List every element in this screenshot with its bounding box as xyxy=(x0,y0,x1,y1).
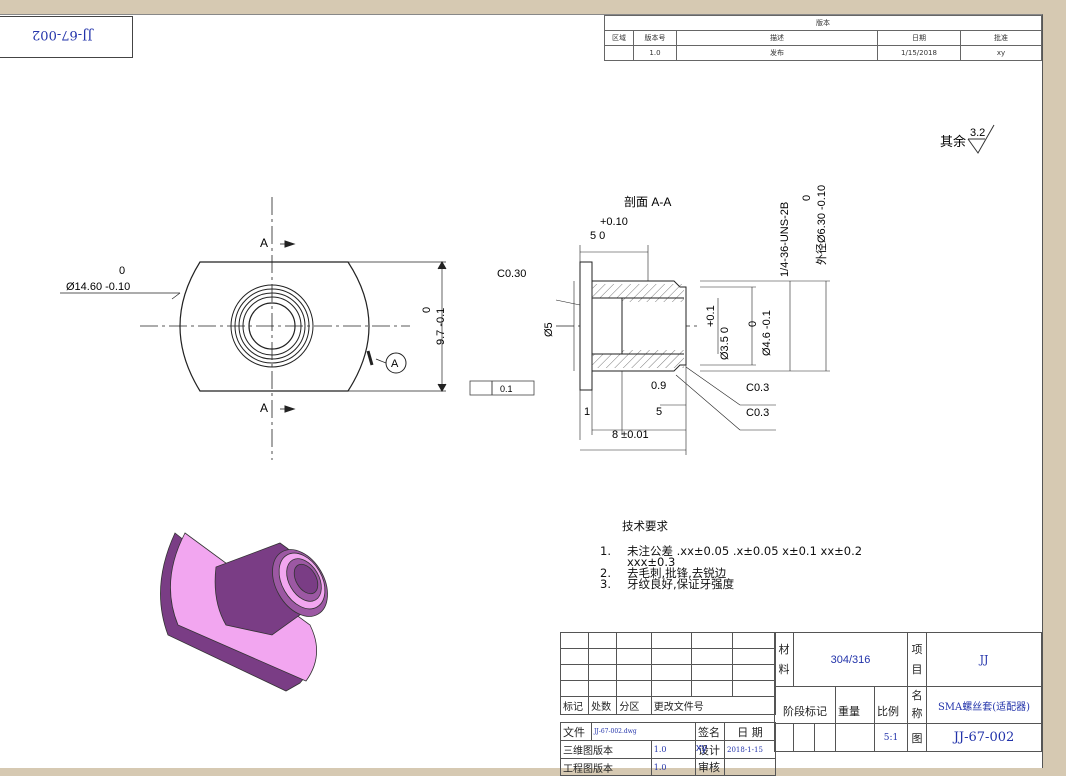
dim-1: 1 xyxy=(584,406,590,418)
tb-design-date: 2018-1-15 xyxy=(724,740,776,759)
dim-chamfer-030: C0.30 xyxy=(497,268,526,280)
note-item: 3.牙纹良好,保证牙强度 xyxy=(600,577,735,591)
dim-front-dia: Ø14.60 -0.10 xyxy=(66,281,130,293)
dim-top-tol: +0.10 xyxy=(600,216,628,228)
dim-dia-46-upper: 0 xyxy=(747,321,759,327)
revision-table: 版本 区域 版本号 描述 日期 批准 1.0 发布 1/15/2018 xy xyxy=(604,15,1042,61)
isometric-view xyxy=(160,532,328,692)
tb-project: JJ xyxy=(926,632,1042,687)
section-label-bottom: A xyxy=(260,401,268,415)
detail-label: A xyxy=(391,358,399,370)
dim-outer-dia: 外径Ø6.30 -0.10 xyxy=(815,185,828,265)
dim-c03-b: C0.3 xyxy=(746,407,769,419)
note-item: 1.未注公差 .xx±0.05 .x±0.05 x±0.1 xx±0.2 xyxy=(600,544,863,558)
tb-project-label: 项目 xyxy=(907,632,927,687)
technical-notes-title: 技术要求 xyxy=(622,519,668,533)
dim-dia-46: Ø4.6 -0.1 xyxy=(761,310,773,356)
gdt-frame xyxy=(469,380,535,396)
title-info-table: 材料 304/316 项目 JJ 阶段标记 重量 比例 名称 SMA螺丝套(适配… xyxy=(774,632,1042,752)
tb-model-ver: 1.0 xyxy=(650,740,697,759)
dim-09: 0.9 xyxy=(651,380,666,392)
tb-sign: 签名 xyxy=(695,722,725,741)
section-view xyxy=(555,245,830,455)
dim-8: 8 ±0.01 xyxy=(612,429,649,441)
tb-designer: xy xyxy=(696,742,707,754)
tb-design-label: 设计 xyxy=(695,740,725,759)
tb-name-label: 名称 xyxy=(907,686,927,724)
tb-check-label: 审核 xyxy=(695,758,725,776)
gdt-value: 0.1 xyxy=(500,384,513,394)
technical-notes: 技术要求 1.未注公差 .xx±0.05 .x±0.05 x±0.1 xx±0.… xyxy=(600,518,862,590)
drawing-canvas: 其余 3.2 0 xyxy=(60,124,995,692)
surface-finish-value: 3.2 xyxy=(970,127,985,139)
dim-top-five: 5 0 xyxy=(590,230,605,242)
surface-finish-label: 其余 xyxy=(940,134,966,150)
dim-height: 9.7 -0.1 xyxy=(435,308,447,345)
tb-count: 处数 xyxy=(588,696,618,715)
dim-height-upper: 0 xyxy=(421,307,433,313)
dim-front-dia-upper: 0 xyxy=(119,265,125,277)
rev-desc: 发布 xyxy=(676,45,878,61)
dim-c03-a: C0.3 xyxy=(746,382,769,394)
dim-5: 5 xyxy=(656,406,662,418)
tb-mark: 标记 xyxy=(559,696,590,715)
section-label-top: A xyxy=(260,236,268,250)
note-item: 2.去毛刺,批锋,去锐边 xyxy=(600,566,727,580)
tb-name: SMA螺丝套(适配器) xyxy=(926,686,1042,724)
dim-dia-35-upper: +0.1 xyxy=(705,305,717,327)
tb-scale: 5:1 xyxy=(874,723,908,752)
tb-stage-mark: 阶段标记 xyxy=(774,686,836,724)
tb-drawing-ver: 1.0 xyxy=(650,758,697,776)
tb-figure-label: 图 xyxy=(907,723,927,752)
dim-thread: 1/4-36-UNS-2B xyxy=(779,202,791,277)
dim-outer-dia-upper: 0 xyxy=(801,195,813,201)
tb-material: 304/316 xyxy=(793,632,908,687)
rev-approve: xy xyxy=(960,45,1042,61)
dim-dia-35: Ø3.5 0 xyxy=(719,327,731,360)
dim-dia-5: Ø5 xyxy=(543,322,555,337)
change-table: 标记 处数 分区 更改文件号 xyxy=(559,632,777,715)
signoff-table: 文件 JJ-67-002.dwg 签名 日 期 三维图版本 1.0 设计 201… xyxy=(560,722,776,776)
section-view-title: 剖面 A-A xyxy=(624,195,671,209)
tb-scale-label: 比例 xyxy=(874,686,908,724)
drawing-number-box: JJ-67-002 xyxy=(0,16,133,58)
note-item: xxx±0.3 xyxy=(627,555,676,569)
tb-model-ver-label: 三维图版本 xyxy=(560,740,652,759)
tb-drawing-no: JJ-67-002 xyxy=(926,723,1042,752)
drawing-sheet: JJ-67-002 版本 区域 版本号 描述 日期 批准 1.0 发布 1/15… xyxy=(0,14,1043,776)
front-view xyxy=(60,197,447,460)
tb-weight: 重量 xyxy=(835,686,875,724)
tb-material-label: 材料 xyxy=(774,632,794,687)
tb-file-label: 文件 xyxy=(560,722,592,741)
tb-file: JJ-67-002.dwg xyxy=(591,722,696,741)
tb-change-doc: 更改文件号 xyxy=(650,696,777,715)
tb-drawing-ver-label: 工程图版本 xyxy=(560,758,652,776)
surface-finish-symbol xyxy=(967,124,995,154)
tb-date: 日 期 xyxy=(724,722,776,741)
tb-zone: 分区 xyxy=(616,696,652,715)
